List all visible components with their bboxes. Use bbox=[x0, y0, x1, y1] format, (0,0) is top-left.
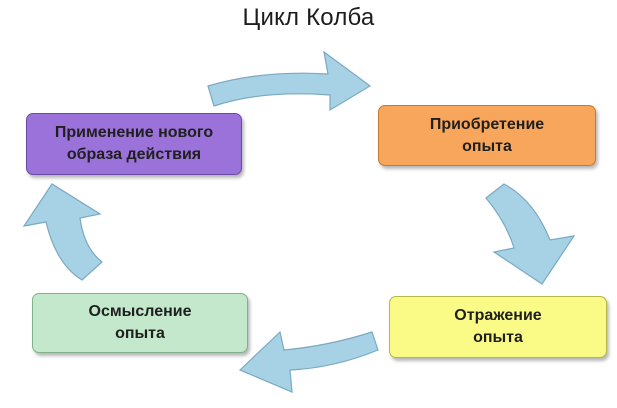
diagram-title: Цикл Колба bbox=[242, 4, 375, 31]
stage-box-reflection: Отражение опыта bbox=[389, 296, 607, 358]
arrow-top-right bbox=[207, 50, 372, 112]
stage-label-reflection: Отражение опыта bbox=[454, 307, 542, 346]
stage-label-comprehension: Осмысление опыта bbox=[88, 303, 192, 342]
stage-label-acquisition: Приобретение опыта bbox=[429, 115, 545, 155]
arrow-left-up bbox=[22, 183, 103, 281]
arrow-right-down bbox=[485, 183, 576, 285]
stage-box-acquisition: Приобретение опыта bbox=[378, 105, 596, 166]
stage-label-application: Применение нового образа действия bbox=[54, 124, 214, 163]
stage-box-application: Применение нового образа действия bbox=[26, 113, 242, 175]
stage-box-comprehension: Осмысление опыта bbox=[32, 293, 248, 353]
arrow-bottom-left bbox=[238, 330, 379, 393]
